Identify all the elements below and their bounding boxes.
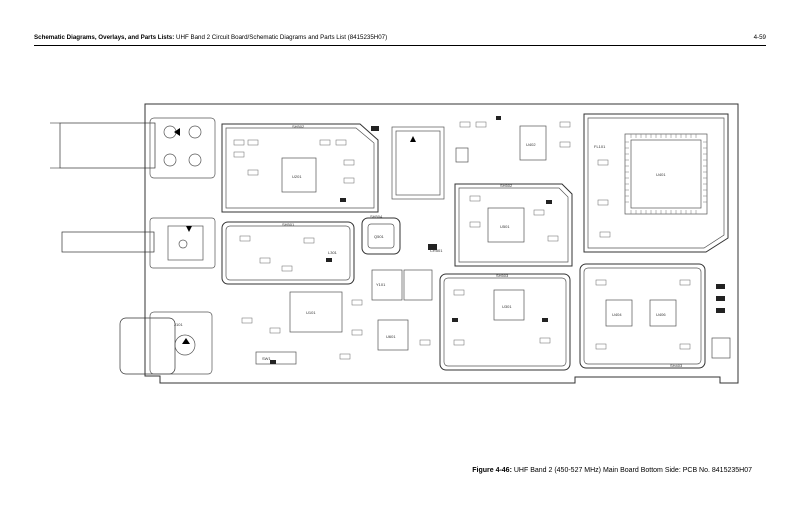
label-u201: U201 <box>292 174 302 179</box>
side-connector <box>61 217 216 269</box>
label-u401: U401 <box>656 172 666 177</box>
shield-bottom-right <box>579 263 706 369</box>
label-sh-top-left: SH502 <box>292 124 305 129</box>
figure-title: UHF Band 2 (450-527 MHz) Main Board Bott… <box>511 467 752 474</box>
label-sh-bottom-center: SH503 <box>496 273 509 278</box>
label-u402: U402 <box>526 142 536 147</box>
audio-jack <box>119 311 213 375</box>
shield-center-right <box>454 183 573 267</box>
label-u404: U404 <box>612 312 622 317</box>
board-outline <box>144 103 739 384</box>
label-sh-mid-left: SH501 <box>282 222 295 227</box>
label-u501: U501 <box>500 224 510 229</box>
shield-mid-left <box>221 221 355 285</box>
page-number: 4-59 <box>753 34 766 41</box>
label-u601: U601 <box>386 334 396 339</box>
label-u101: U101 <box>306 310 316 315</box>
shield-bottom-center <box>439 273 571 371</box>
label-l301: L301 <box>328 250 338 255</box>
label-u301: U301 <box>502 304 512 309</box>
label-fl101: FL101 <box>594 144 606 149</box>
label-sh-center: SH504 <box>370 214 383 219</box>
label-sh-bottom-right: SH403 <box>670 363 683 368</box>
center-module <box>391 126 445 200</box>
label-u406: U406 <box>656 312 666 317</box>
label-sw1: SW1 <box>262 356 271 361</box>
shield-top-left <box>221 123 379 213</box>
figure-number: Figure 4-46: <box>472 467 512 474</box>
header-section-subtitle: UHF Band 2 Circuit Board/Schematic Diagr… <box>174 34 388 41</box>
figure-caption: Figure 4-46: UHF Band 2 (450-527 MHz) Ma… <box>472 466 752 475</box>
label-cr501: CR501 <box>430 248 443 253</box>
shield-center <box>361 217 401 255</box>
label-sh-center-right: SH502 <box>500 183 513 188</box>
label-q501: Q501 <box>374 234 385 239</box>
antenna-connector <box>50 117 216 179</box>
header-section-title: Schematic Diagrams, Overlays, and Parts … <box>34 34 175 41</box>
label-j101: J101 <box>174 322 183 327</box>
label-y101: Y101 <box>376 282 386 287</box>
header-rule <box>34 45 766 46</box>
page-header: Schematic Diagrams, Overlays, and Parts … <box>34 34 766 42</box>
